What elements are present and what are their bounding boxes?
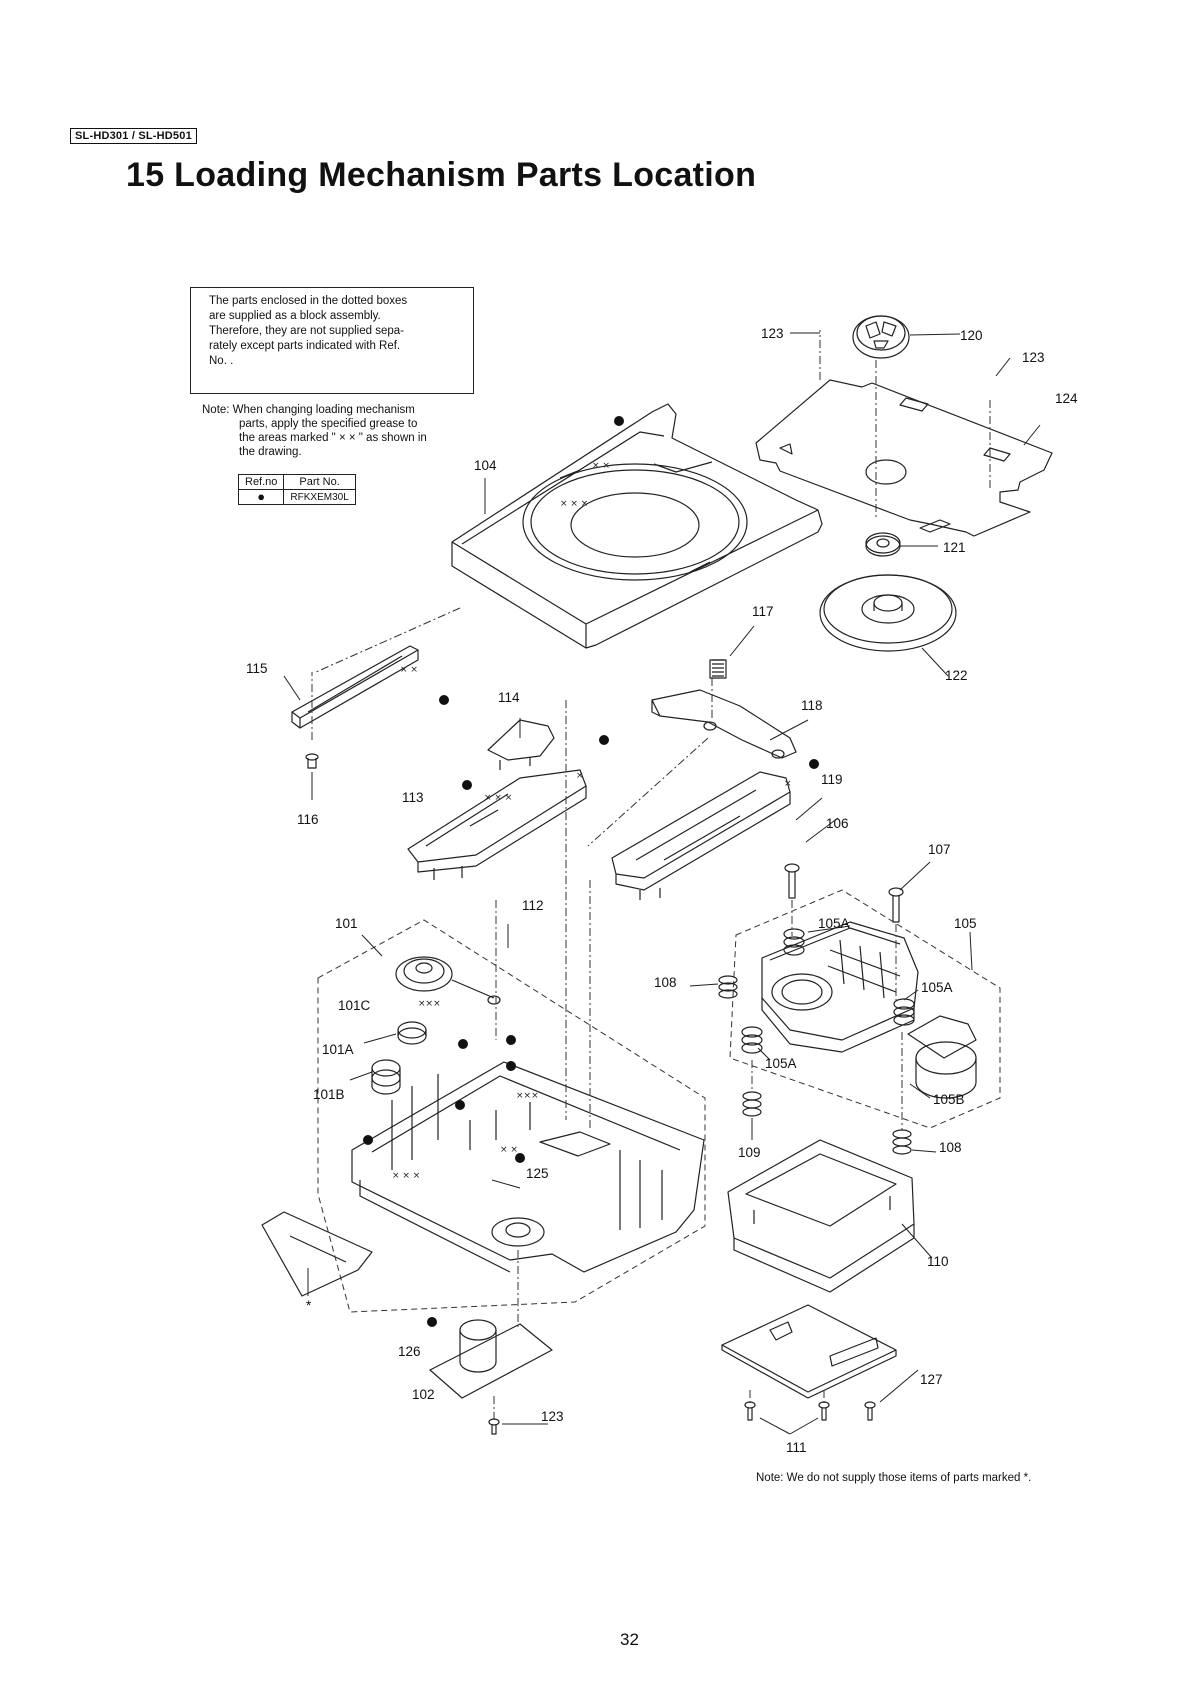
loading-motor-part-102	[429, 1319, 553, 1399]
gear-assembly-part-101	[395, 956, 501, 1005]
callout-105A-left: 105A	[765, 1056, 797, 1071]
pcb-part-127	[721, 1304, 897, 1399]
spring-part-117	[709, 659, 727, 679]
grease-markers	[363, 416, 819, 1327]
grease-part-number: RFKXEM30L	[283, 489, 356, 505]
page-title: 15 Loading Mechanism Parts Location	[126, 156, 757, 194]
screw-part-127	[864, 1401, 876, 1421]
model-tag: SL-HD301 / SL-HD501	[70, 128, 197, 144]
damper-part-105A-top	[783, 928, 805, 956]
guide-part-119	[611, 771, 791, 900]
callout-asterisk: *	[306, 1298, 312, 1313]
ref-table-header: Ref.no Part No.	[237, 474, 356, 490]
spring-part-109	[742, 1091, 762, 1117]
callout-101: 101	[335, 916, 358, 931]
page-number: 32	[620, 1630, 639, 1649]
screw-part-111-right	[818, 1401, 830, 1421]
grease-note-head: Note: When changing loading mechanism	[202, 404, 415, 416]
screw-part-107	[888, 887, 904, 923]
traverse-part-105	[761, 921, 919, 1053]
callout-112: 112	[522, 898, 544, 913]
screw-part-106	[784, 863, 800, 899]
svg-text:× × ×: × × ×	[392, 1171, 420, 1181]
disc-tray-part-104	[451, 403, 823, 649]
callout-116: 116	[297, 812, 319, 827]
callout-123-top: 123	[761, 326, 784, 341]
cover-unsupplied-part	[261, 1211, 373, 1297]
screw-part-123-bottom	[488, 1418, 500, 1435]
callout-117: 117	[752, 604, 774, 619]
svg-text:×: ×	[576, 771, 584, 781]
svg-text:×××: ×××	[516, 1091, 539, 1101]
lever-part-114	[487, 719, 555, 770]
callout-105A-top: 105A	[818, 916, 850, 931]
svg-text:× × ×: × × ×	[484, 793, 512, 803]
callout-125: 125	[526, 1166, 549, 1181]
svg-text:×××: ×××	[418, 999, 441, 1009]
motor-part-105B	[907, 1015, 977, 1099]
callout-105A-right: 105A	[921, 980, 953, 995]
gear-part-101B	[371, 1059, 401, 1095]
callout-101C: 101C	[338, 998, 371, 1013]
callout-106: 106	[826, 816, 849, 831]
magnet-part-121	[865, 532, 901, 557]
callout-101B: 101B	[313, 1087, 345, 1102]
svg-text:× ×: × ×	[500, 1145, 518, 1155]
grease-area-marks: × × × × × × × × × × × × ××× ××× × × × × ×	[392, 461, 792, 1181]
callout-111: 111	[786, 1440, 807, 1455]
callout-118: 118	[801, 698, 823, 713]
screw-part-111-left	[744, 1401, 756, 1421]
callout-101A: 101A	[322, 1042, 354, 1057]
callout-115: 115	[246, 661, 268, 676]
gear-part-101A	[397, 1021, 427, 1045]
callout-108-upper: 108	[654, 975, 677, 990]
disc-clamp-part-120	[852, 315, 910, 359]
grease-dot-symbol: ●	[237, 489, 285, 505]
callout-124: 124	[1055, 391, 1078, 406]
callout-108-lower: 108	[939, 1140, 962, 1155]
callout-120: 120	[960, 328, 983, 343]
callout-127: 127	[920, 1372, 943, 1387]
spring-part-108-upper	[718, 975, 738, 999]
callout-109: 109	[738, 1145, 761, 1160]
grease-note: Note: When changing loading mechanism pa…	[202, 403, 492, 459]
block-assembly-note: The parts enclosed in the dotted boxes a…	[190, 287, 474, 394]
grease-ref-table: Ref.no Part No. ● RFKXEM30L	[237, 474, 356, 505]
ref-table-row: ● RFKXEM30L	[237, 489, 356, 505]
svg-text:× ×: × ×	[592, 461, 610, 471]
svg-text:×: ×	[784, 779, 792, 789]
callout-105B: 105B	[933, 1092, 965, 1107]
callout-114: 114	[498, 690, 520, 705]
bracket-plate-part-124	[755, 379, 1053, 537]
callout-110: 110	[927, 1254, 949, 1269]
callout-123-right: 123	[1022, 350, 1045, 365]
callout-126: 126	[398, 1344, 421, 1359]
slider-part-113	[407, 769, 587, 880]
callout-102: 102	[412, 1387, 435, 1402]
callout-123-bottom: 123	[541, 1409, 564, 1424]
rack-part-115	[291, 645, 419, 729]
grease-note-body: parts, apply the specified grease to the…	[239, 418, 427, 458]
svg-text:× ×: × ×	[400, 665, 418, 675]
damper-part-105A-left	[741, 1026, 763, 1054]
svg-text:× × ×: × × ×	[560, 499, 588, 509]
callout-107: 107	[928, 842, 951, 857]
spring-part-108-lower	[892, 1129, 912, 1155]
chassis-main	[351, 1061, 705, 1273]
callout-121: 121	[943, 540, 966, 555]
screw-part-116	[305, 753, 319, 769]
turntable-part-122	[819, 574, 957, 652]
clamp-arm-part-118	[651, 689, 797, 759]
unsupplied-parts-note: Note: We do not supply those items of pa…	[756, 1472, 1032, 1484]
callout-104: 104	[474, 458, 497, 473]
callout-113: 113	[402, 790, 424, 805]
callout-119: 119	[821, 772, 843, 787]
callout-105: 105	[954, 916, 977, 931]
ref-no-header: Ref.no	[237, 474, 285, 490]
part-no-header: Part No.	[283, 474, 356, 490]
damper-part-105A-right	[893, 998, 915, 1026]
frame-part-110	[727, 1139, 915, 1293]
callout-122: 122	[945, 668, 968, 683]
